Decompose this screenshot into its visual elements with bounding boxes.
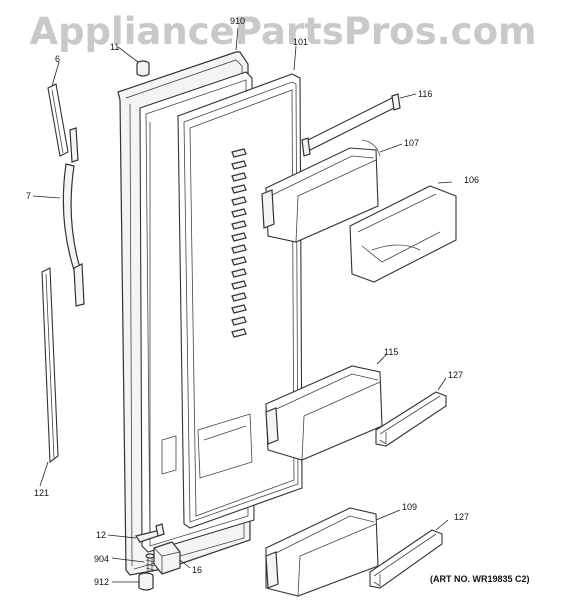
part-904-screw [111,553,155,572]
door-liner-ribs [231,148,247,338]
liner-rib [231,232,247,242]
liner-rib [231,304,247,314]
liner-rib [231,256,247,266]
callout-6: 6 [55,54,60,64]
callout-121: 121 [34,488,49,498]
callout-107: 107 [404,138,419,148]
liner-rib [231,268,247,278]
liner-rib [231,184,247,194]
liner-rib [231,244,247,254]
callout-101: 101 [293,37,308,47]
part-912-bushing [112,572,154,591]
part-109-door-bin [265,507,401,597]
callout-106: 106 [464,175,479,185]
leader-101 [293,45,297,71]
part-6-handle-trim-top [47,61,69,157]
callout-910: 910 [230,16,245,26]
callout-7: 7 [26,191,31,201]
callout-127-upper: 127 [448,370,463,380]
liner-rib [231,280,247,290]
leader-910 [235,27,239,51]
liner-rib [231,208,247,218]
callout-127-lower: 127 [454,512,469,522]
part-116-shelf-rail [301,93,417,157]
door-gasket [177,73,303,529]
part-16-hinge [153,541,191,575]
callout-12: 12 [96,530,106,540]
callout-912: 912 [94,577,109,587]
part-107-door-bin [261,139,403,243]
liner-rib [231,160,247,170]
part-11-cap [117,46,150,77]
art-number: (ART NO. WR19835 C2) [430,574,530,584]
liner-rib [231,196,247,206]
part-127-bin-front-upper [375,377,447,447]
liner-rib [231,292,247,302]
part-12-hinge-plate [107,523,166,543]
liner-rib [231,172,247,182]
liner-rib [231,316,247,326]
callout-109: 109 [402,502,417,512]
watermark-logo: AppliancePartsPros.com [29,10,537,53]
part-106-bin-cover [349,181,457,283]
callout-904: 904 [94,554,109,564]
callout-11: 11 [110,42,119,52]
liner-rib [231,328,247,338]
callout-16: 16 [192,565,202,575]
part-121-trim-strip [39,267,59,487]
liner-bottom-detail [161,413,253,479]
liner-rib [231,220,247,230]
callout-116: 116 [418,89,432,99]
part-127-bin-front-lower [369,519,449,589]
liner-rib [231,148,247,158]
callout-115: 115 [384,347,398,357]
part-7-handle [32,127,85,307]
